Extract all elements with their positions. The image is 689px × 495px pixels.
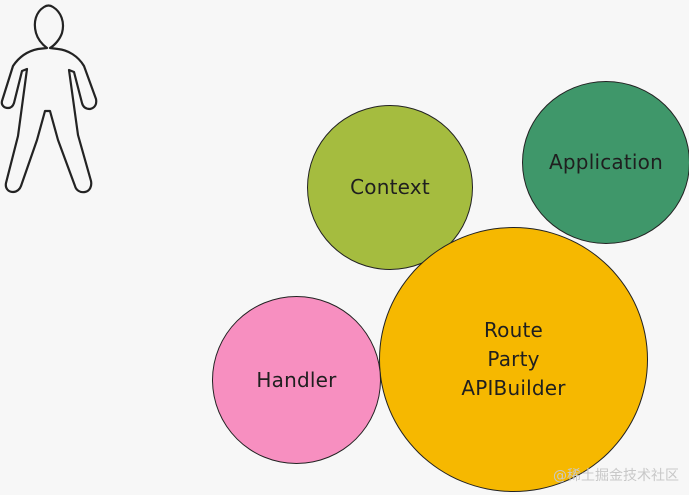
route-party-apibuilder-labels: Route Party APIBuilder <box>461 316 565 403</box>
person-outline-icon <box>0 4 98 194</box>
handler-label: Handler <box>256 367 337 392</box>
route-label: Route <box>483 318 544 342</box>
application-label: Application <box>549 150 663 174</box>
party-label: Party <box>487 347 540 371</box>
apibuilder-label: APIBuilder <box>461 376 566 400</box>
handler-circle: Handler <box>212 296 381 464</box>
route-party-apibuilder-circle: Route Party APIBuilder <box>379 227 648 492</box>
application-circle: Application <box>522 81 689 244</box>
context-circle: Context <box>307 105 473 270</box>
context-label: Context <box>350 175 430 199</box>
watermark: @稀土掘金技术社区 <box>553 468 679 484</box>
